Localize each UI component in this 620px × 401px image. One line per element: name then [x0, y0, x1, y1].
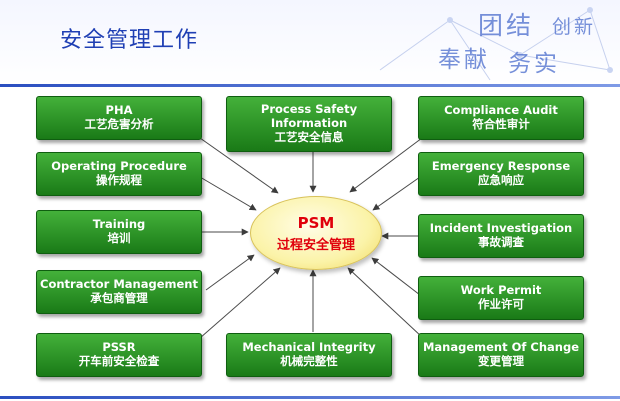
arrow-pssr — [199, 267, 281, 339]
arrow-emergency — [372, 176, 421, 211]
center-en: PSM — [297, 213, 335, 232]
element-box-mechanical-integrity: Mechanical Integrity 机械完整性 — [226, 333, 392, 377]
header-banner: 安全管理工作 团结 创新 奉献 务实 — [0, 0, 620, 84]
element-box-contractor-management: Contractor Management 承包商管理 — [36, 270, 202, 314]
arrow-audit — [349, 137, 423, 193]
element-zh: 培训 — [107, 231, 131, 245]
center-node-psm: PSM 过程安全管理 — [250, 196, 382, 270]
element-box-work-permit: Work Permit 作业许可 — [418, 276, 584, 320]
header-divider — [0, 84, 620, 87]
element-en: Contractor Management — [40, 277, 198, 292]
element-zh: 工艺安全信息 — [274, 129, 344, 144]
element-zh: 操作规程 — [96, 173, 142, 187]
slogan-word: 务实 — [508, 51, 560, 77]
element-en: Management Of Change — [422, 340, 580, 355]
element-zh: 事故调查 — [478, 235, 524, 249]
element-en: Emergency Response — [431, 159, 571, 174]
footer-divider — [0, 396, 620, 399]
element-box-process-safety-information: Process Safety Information 工艺安全信息 — [226, 96, 392, 152]
page-title: 安全管理工作 — [60, 28, 199, 53]
slogan-word: 创新 — [552, 16, 597, 38]
element-en: Mechanical Integrity — [242, 340, 376, 355]
arrow-contractor — [205, 254, 255, 291]
element-en: Work Permit — [460, 283, 542, 298]
element-zh: 作业许可 — [478, 297, 524, 311]
element-en: PHA — [105, 103, 133, 118]
element-box-compliance-audit: Compliance Audit 符合性审计 — [418, 96, 584, 140]
arrow-pha — [199, 137, 279, 194]
element-box-management-of-change: Management Of Change 变更管理 — [418, 333, 584, 377]
element-box-pssr: PSSR 开车前安全检查 — [36, 333, 202, 377]
element-box-emergency-response: Emergency Response 应急响应 — [418, 152, 584, 196]
element-zh: 符合性审计 — [472, 117, 530, 131]
element-box-training: Training 培训 — [36, 210, 202, 254]
element-zh: 承包商管理 — [90, 291, 148, 305]
element-en: Process Safety Information — [260, 102, 358, 131]
element-box-pha: PHA 工艺危害分析 — [36, 96, 202, 140]
arrow-moc — [347, 267, 423, 338]
element-zh: 工艺危害分析 — [84, 117, 154, 131]
element-en: PSSR — [102, 340, 136, 355]
slogan-word: 团结 — [478, 11, 535, 40]
arrow-workpermit — [371, 257, 421, 296]
element-en: Compliance Audit — [444, 103, 558, 118]
center-zh: 过程安全管理 — [276, 237, 355, 253]
element-box-operating-procedure: Operating Procedure 操作规程 — [36, 152, 202, 196]
slogan-word: 奉献 — [438, 47, 490, 73]
arrow-operating — [199, 176, 257, 211]
element-en: Incident Investigation — [429, 221, 573, 236]
element-zh: 应急响应 — [478, 173, 524, 187]
element-zh: 机械完整性 — [280, 354, 338, 368]
element-en: Training — [92, 217, 146, 232]
network-decoration-icon — [379, 7, 613, 81]
element-zh: 变更管理 — [478, 354, 524, 368]
element-zh: 开车前安全检查 — [78, 354, 160, 368]
element-box-incident-investigation: Incident Investigation 事故调查 — [418, 214, 584, 258]
element-en: Operating Procedure — [51, 159, 187, 174]
